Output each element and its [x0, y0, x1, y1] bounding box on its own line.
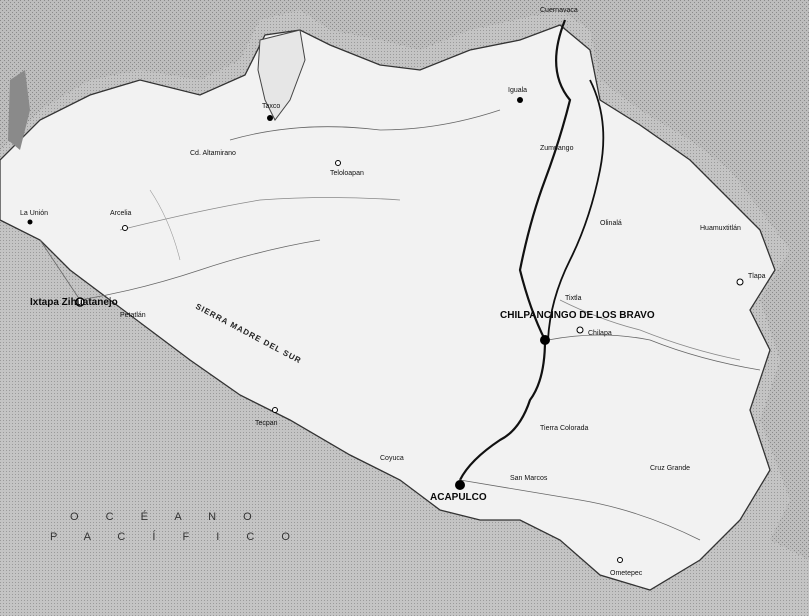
chilpancingo-label: CHILPANCINGO DE LOS BRAVO — [500, 310, 655, 321]
tlapa-label: Tlapa — [748, 273, 766, 280]
olinala-label: Olinalá — [600, 220, 622, 227]
chilapa-label: Chilapa — [588, 330, 612, 337]
arcelia-label: Arcelia — [110, 210, 132, 217]
tierra-colorada-label: Tierra Colorada — [540, 425, 588, 432]
cruz-grande-label: Cruz Grande — [650, 465, 690, 472]
neighboring-states — [0, 0, 809, 560]
chilapa-marker[interactable] — [576, 326, 584, 334]
arcelia-marker[interactable] — [122, 225, 128, 231]
acapulco-label: ACAPULCO — [430, 492, 487, 503]
northern-lobe — [257, 29, 306, 121]
ocean-label-1: O C É A N O — [70, 510, 264, 523]
iguala-marker[interactable] — [517, 97, 523, 103]
huamuxtitlan-label: Huamuxtitlán — [700, 225, 741, 232]
san-marcos-label: San Marcos — [510, 475, 548, 482]
zihuatanejo-label: Ixtapa Zihuatanejo — [30, 297, 118, 308]
tecpan-label: Tecpan — [255, 420, 278, 427]
acapulco-marker[interactable] — [455, 480, 465, 490]
teloloapan-label: Teloloapan — [330, 170, 364, 177]
road-east — [547, 334, 761, 371]
ometepec-marker[interactable] — [617, 557, 623, 563]
coyuca-label: Coyuca — [380, 455, 404, 462]
road-coast-se — [459, 479, 701, 541]
la-union-marker[interactable] — [27, 219, 33, 225]
road-coast-nw — [39, 239, 81, 301]
taxco-marker[interactable] — [267, 115, 273, 121]
chilpancingo-marker[interactable] — [540, 335, 550, 345]
river-east — [559, 299, 741, 361]
iguala-label: Iguala — [508, 87, 527, 94]
tlapa-marker[interactable] — [736, 278, 744, 286]
highway-federal — [547, 79, 605, 341]
altamirano-label: Cd. Altamirano — [190, 150, 236, 157]
river-balsas — [119, 197, 401, 231]
ometepec-label: Ometepec — [610, 570, 643, 577]
river-west — [149, 189, 181, 261]
tixtla-label: Tixtla — [565, 295, 582, 302]
petatlan-label: Petatlán — [120, 312, 146, 319]
zumpango-label: Zumpango — [540, 145, 574, 152]
tecpan-marker[interactable] — [272, 407, 278, 413]
cuernavaca-label: Cuernavaca — [540, 7, 578, 14]
la-union-label: La Unión — [20, 210, 48, 217]
guerrero-state — [0, 24, 776, 591]
road-north — [229, 109, 501, 141]
taxco-label: Taxco — [262, 103, 280, 110]
ocean-label-2: P A C Í F I C O — [50, 530, 302, 543]
road-west — [79, 239, 321, 301]
lake — [8, 70, 30, 150]
teloloapan-marker[interactable] — [335, 160, 341, 166]
highway-autopista — [459, 19, 572, 481]
zihuatanejo-marker[interactable] — [75, 297, 85, 307]
